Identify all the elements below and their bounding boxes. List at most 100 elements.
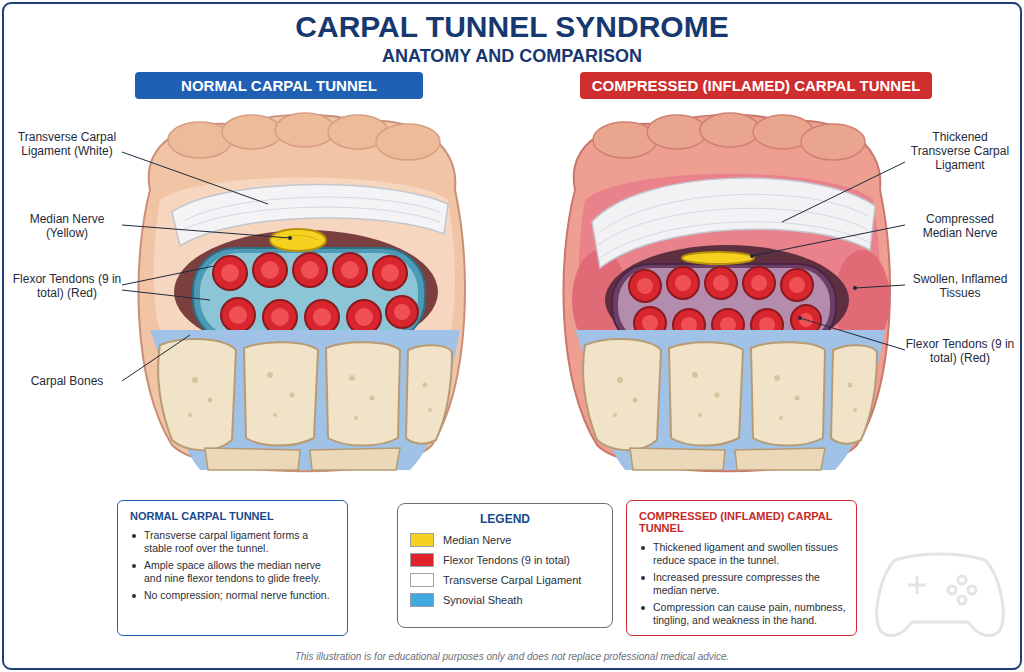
illustration-part	[293, 253, 327, 287]
illustration-part	[168, 113, 440, 160]
illustration-part	[782, 162, 905, 222]
illustration-part	[948, 586, 956, 594]
legend-row: Flexor Tendons (9 in total)	[410, 553, 600, 567]
illustration-part	[275, 113, 335, 147]
bullet-dot	[641, 606, 645, 610]
bullet-row: Increased pressure compresses the median…	[639, 571, 846, 597]
illustration-part	[200, 253, 418, 337]
leader-lines	[122, 152, 905, 381]
illustration-part	[629, 270, 661, 302]
bullet-text: No compression; normal nerve function.	[144, 589, 330, 602]
illustration-part	[575, 330, 885, 470]
illustration-part	[122, 152, 268, 204]
illustration-part	[800, 318, 905, 350]
bullet-dot	[641, 576, 645, 580]
illustration-part	[667, 267, 699, 299]
illustration-part	[229, 306, 247, 324]
illustration-part	[182, 207, 440, 230]
legend-text: Flexor Tendons (9 in total)	[443, 554, 570, 566]
bullet-row: Transverse carpal ligament forms a stabl…	[130, 529, 337, 555]
illustration-part	[381, 264, 399, 282]
illustration-part	[629, 267, 821, 341]
illustration-part	[150, 330, 460, 470]
illustration-part	[138, 115, 464, 471]
bullet-text: Thickened ligament and swollen tissues r…	[653, 541, 846, 567]
header-band: COMPRESSED (INFLAMED) CARPAL TUNNEL	[580, 72, 932, 99]
illustration-part	[263, 300, 297, 334]
box-heading: COMPRESSED (INFLAMED) CARPAL TUNNEL	[639, 510, 846, 534]
bullet-row: Thickened ligament and swollen tissues r…	[639, 541, 846, 567]
illustration-part	[593, 113, 865, 160]
bullet-text: Transverse carpal ligament forms a stabl…	[144, 529, 337, 555]
illustration-part	[801, 124, 865, 160]
part-label: Flexor Tendons (9 in total) (Red)	[12, 272, 122, 300]
bullet-text: Ample space allows the median nerve and …	[144, 559, 337, 585]
part-label: Compressed Median Nerve	[905, 212, 1015, 240]
illustration-part	[682, 252, 754, 264]
illustration-part	[261, 261, 279, 279]
bullet-row: Compression can cause pain, numbness, ti…	[639, 601, 846, 627]
illustration-part	[637, 278, 653, 294]
illustration-part	[341, 261, 359, 279]
illustration-part	[598, 194, 868, 258]
illustration-part	[221, 298, 255, 332]
illustration-part	[877, 554, 1003, 636]
legend-text: Transverse Carpal Ligament	[443, 574, 581, 586]
legend-text: Median Nerve	[443, 534, 511, 546]
bullet-dot	[132, 534, 136, 538]
bullet-row: Ample space allows the median nerve and …	[130, 559, 337, 585]
illustration-part	[853, 286, 857, 290]
legend-row: Median Nerve	[410, 533, 600, 547]
info-box: COMPRESSED (INFLAMED) CARPAL TUNNEL Thick…	[626, 500, 857, 636]
illustration-part	[675, 275, 691, 291]
part-label: Thickened Transverse Carpal Ligament	[905, 130, 1015, 172]
illustration-part	[333, 253, 367, 287]
info-box: NORMAL CARPAL TUNNELTransverse carpal li…	[117, 500, 348, 636]
illustration-part	[305, 300, 339, 334]
illustration-part	[222, 115, 282, 149]
legend-text: Synovial Sheath	[443, 594, 523, 606]
illustration-part	[958, 576, 966, 584]
illustration-part	[122, 290, 210, 300]
illustration-part	[394, 304, 410, 320]
subtitle: ANATOMY AND COMPARISON	[0, 45, 1024, 67]
part-label: Flexor Tendons (9 in total) (Red)	[905, 337, 1015, 365]
illustration-part	[968, 586, 976, 594]
normal-cross-section	[138, 113, 464, 471]
bullet-text: Compression can cause pain, numbness, ti…	[653, 601, 846, 627]
legend-row: Synovial Sheath	[410, 593, 600, 607]
band-text: COMPRESSED (INFLAMED) CARPAL TUNNEL	[592, 77, 921, 94]
legend-swatch	[410, 553, 434, 567]
illustration-part	[781, 269, 813, 301]
watermark-gamepad	[877, 554, 1003, 636]
band-text: NORMAL CARPAL TUNNEL	[181, 77, 377, 94]
illustration-part	[122, 266, 214, 285]
legend-swatch	[410, 573, 434, 587]
bullet-dot	[132, 564, 136, 568]
illustration-part	[908, 576, 926, 594]
illustration-part	[193, 248, 425, 342]
caption: This illustration is for educational pur…	[0, 651, 1024, 662]
illustration-part	[182, 197, 440, 230]
illustration-part	[301, 261, 319, 279]
illustration-part	[563, 115, 889, 471]
bullet-row: No compression; normal nerve function.	[130, 589, 337, 602]
part-label: Swollen, Inflamed Tissues	[905, 272, 1015, 300]
bullet-dot	[132, 594, 136, 598]
illustration-part	[592, 178, 875, 268]
bullet-dot	[641, 546, 645, 550]
illustration-part	[253, 253, 287, 287]
illustration-part	[642, 315, 658, 331]
illustration-part	[213, 253, 418, 334]
legend-swatch	[410, 533, 434, 547]
illustration-part	[647, 115, 707, 149]
illustration-part	[700, 113, 760, 147]
illustration-part	[798, 316, 802, 320]
illustration-part	[705, 267, 737, 299]
illustration-part	[855, 285, 905, 288]
legend-row: Transverse Carpal Ligament	[410, 573, 600, 587]
part-label: Carpal Bones	[12, 374, 122, 388]
illustration-part	[221, 261, 410, 326]
illustration-part	[213, 256, 247, 290]
